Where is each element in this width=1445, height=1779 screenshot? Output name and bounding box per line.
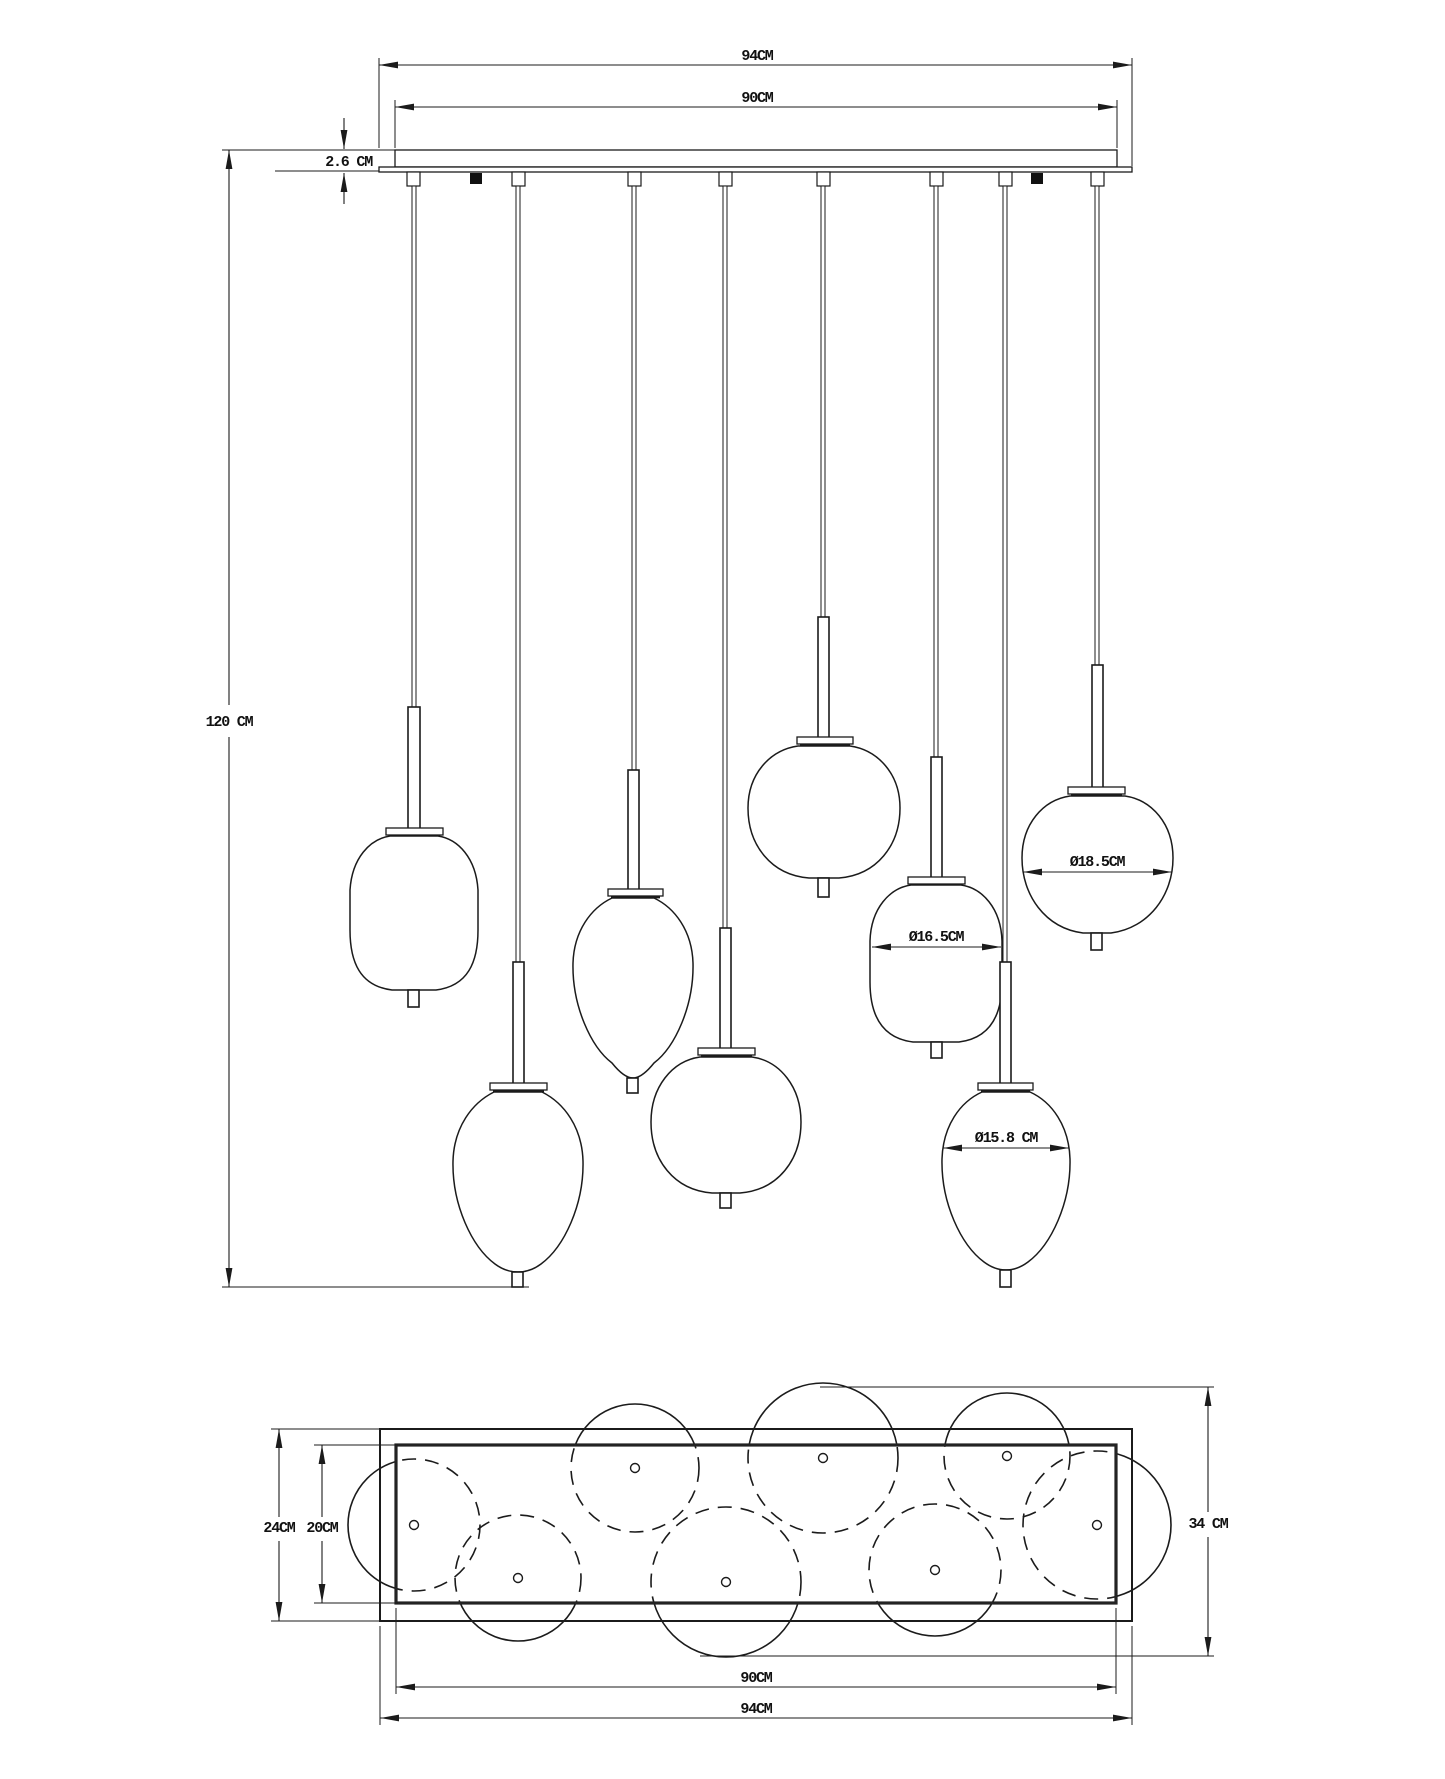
dim-label-90cm-top: 90CM: [741, 90, 773, 107]
dim-plan-overall-depth: 34 CM: [700, 1386, 1230, 1657]
pendant-5-pumpkin: [747, 185, 901, 898]
dim-canopy-height: 2.6 CM: [325, 118, 374, 204]
dim-label-90cm-bottom: 90CM: [740, 1670, 772, 1687]
dim-plan-inner-width: 90CM: [395, 1608, 1117, 1694]
dim-label-120cm: 120 CM: [206, 714, 254, 731]
pendant-7-egg: Ø15.8 CM: [941, 185, 1071, 1288]
plan-shade-circles: [347, 1382, 1172, 1658]
canopy-front: [222, 149, 1133, 184]
plan-outer-plate: [379, 1428, 1133, 1622]
plan-inner-plate: [394, 1443, 1118, 1605]
front-view: 94CM 90CM 2.6 CM 120: [206, 48, 1174, 1288]
wire-connectors: [406, 171, 1105, 187]
dim-plan-outer-width: 94CM: [379, 1626, 1133, 1725]
dim-label-94cm-bottom: 94CM: [740, 1701, 772, 1718]
dim-label-34cm: 34 CM: [1188, 1516, 1228, 1533]
dim-egg-diameter: Ø15.8 CM: [943, 1130, 1069, 1152]
dim-label-20cm: 20CM: [306, 1520, 338, 1537]
dim-label-18-5cm: Ø18.5CM: [1070, 854, 1126, 871]
dim-top-inner-width: 90CM: [394, 90, 1118, 148]
dim-top-outer-width: 94CM: [378, 48, 1133, 166]
pendant-3-egg: [572, 185, 694, 1094]
dim-label-15-8cm: Ø15.8 CM: [975, 1130, 1039, 1147]
screw-right: [1031, 173, 1043, 184]
dim-lantern-diameter: Ø16.5CM: [872, 929, 1001, 951]
dim-drop-height: 120 CM: [206, 150, 529, 1288]
plan-wire-holes: [408, 1450, 1103, 1588]
dim-label-24cm: 24CM: [263, 1520, 295, 1537]
pendant-6-lantern: Ø16.5CM: [869, 185, 1003, 1059]
dim-plan-inner-depth: 20CM: [306, 1444, 398, 1604]
screw-left: [470, 173, 482, 184]
dim-plan-outer-depth: 24CM: [263, 1428, 382, 1622]
pendant-8-pumpkin: Ø18.5CM: [1021, 185, 1174, 951]
dim-label-94cm-top: 94CM: [741, 48, 773, 65]
dim-label-2-6cm: 2.6 CM: [325, 154, 373, 171]
plan-view: 24CM 20CM 34 CM 90CM: [263, 1382, 1230, 1725]
pendant-1-lantern: [349, 185, 479, 1008]
dim-pumpkin-diameter: Ø18.5CM: [1023, 854, 1172, 876]
dim-label-16-5cm: Ø16.5CM: [909, 929, 965, 946]
pendant-2-egg: [452, 185, 584, 1288]
pendant-4-pumpkin: [650, 185, 802, 1209]
